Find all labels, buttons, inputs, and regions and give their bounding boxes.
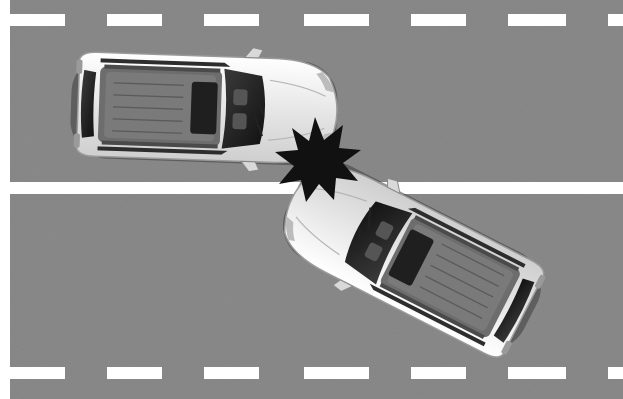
road-edge — [0, 0, 10, 399]
